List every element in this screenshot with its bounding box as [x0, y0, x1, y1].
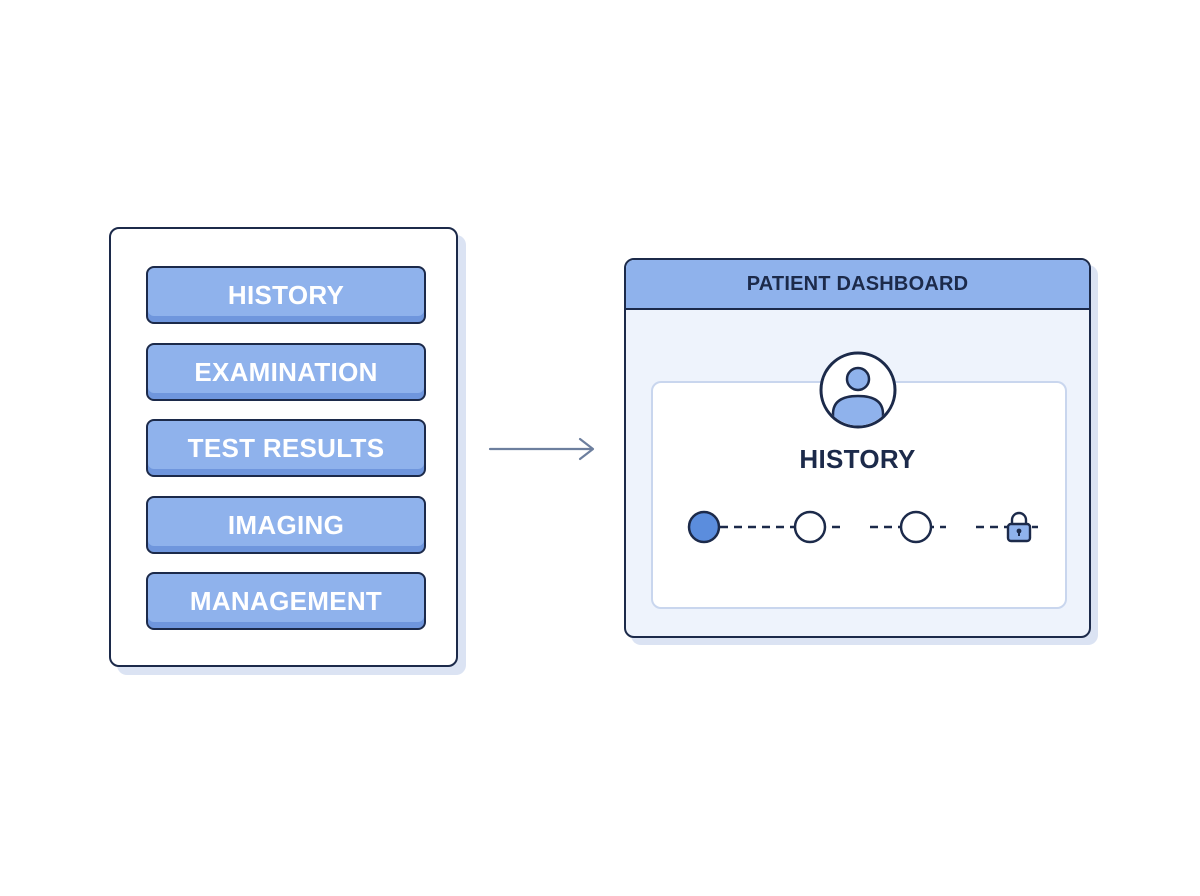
step-1-active-dot[interactable]: [687, 510, 721, 544]
menu-item-label: MANAGEMENT: [189, 585, 383, 616]
menu-item-examination[interactable]: EXAMINATION: [146, 343, 426, 401]
step-3-dot[interactable]: [899, 510, 933, 544]
lock-icon[interactable]: [1004, 509, 1034, 545]
user-avatar-icon: [819, 351, 897, 429]
menu-item-management[interactable]: MANAGEMENT: [146, 572, 426, 630]
dashboard-header: PATIENT DASHBOARD: [626, 260, 1089, 310]
menu-item-label: HISTORY: [227, 279, 345, 310]
step-2-dot[interactable]: [793, 510, 827, 544]
progress-stepper: [687, 510, 1038, 544]
section-title: HISTORY: [799, 444, 916, 474]
menu-item-label: EXAMINATION: [194, 356, 378, 387]
menu-item-imaging[interactable]: IMAGING: [146, 496, 426, 554]
menu-item-label: IMAGING: [227, 509, 345, 540]
patient-dashboard-window: PATIENT DASHBOARD HISTORY: [624, 258, 1091, 638]
menu-item-history[interactable]: HISTORY: [146, 266, 426, 324]
menu-item-label: TEST RESULTS: [187, 432, 385, 463]
menu-item-test-results[interactable]: TEST RESULTS: [146, 419, 426, 477]
dashboard-title: PATIENT DASHBOARD: [746, 272, 969, 295]
section-menu-panel: HISTORY EXAMINATION TEST RESULTS IMAGING…: [109, 227, 458, 667]
arrow-right-icon: [488, 437, 595, 461]
